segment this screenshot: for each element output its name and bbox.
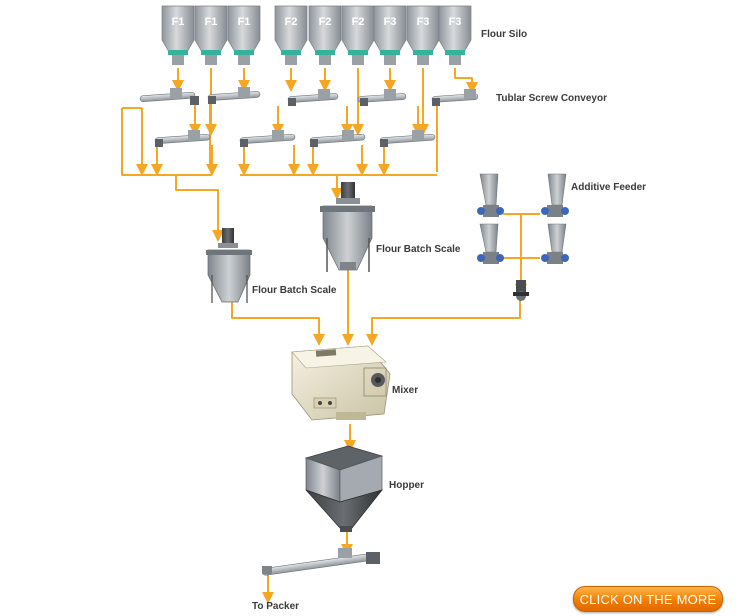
screw-conveyor (309, 130, 366, 147)
flour-silo: F2 (308, 5, 342, 65)
flour-silo: F2 (341, 5, 375, 65)
flour-silo: F3 (373, 5, 407, 65)
silo-label: F2 (285, 16, 298, 28)
flow-line (175, 175, 224, 242)
label-to-packer: To Packer (252, 601, 299, 612)
label-additive-feeder: Additive Feeder (571, 182, 646, 193)
feeder-unit (541, 223, 569, 264)
flow-line (366, 300, 521, 346)
flour-silo: F3 (406, 5, 440, 65)
screw-conveyor (139, 88, 199, 105)
feeder-unit (477, 173, 504, 217)
label-screw-conveyor: Tublar Screw Conveyor (496, 93, 607, 104)
label-flour-silo: Flour Silo (481, 29, 527, 40)
screw-conveyor (207, 87, 261, 104)
screw-conveyor (287, 89, 339, 106)
screw-conveyors (139, 87, 479, 147)
label-flour-batch-scale-center: Flour Batch Scale (376, 244, 461, 255)
flour-batch-scale-center (320, 182, 375, 272)
label-flour-batch-scale-left: Flour Batch Scale (252, 285, 337, 296)
screw-conveyor (239, 130, 296, 147)
click-on-the-more-button[interactable]: CLICK ON THE MORE (573, 586, 723, 612)
screw-conveyor (357, 89, 407, 106)
flour-silo: F1 (161, 5, 195, 65)
additive-valve (513, 280, 529, 301)
screw-conveyor (431, 89, 479, 106)
flow-line (231, 300, 325, 346)
additive-feeder (477, 173, 569, 301)
label-hopper: Hopper (389, 480, 424, 491)
feeder-unit (477, 223, 504, 264)
silo-label: F3 (384, 16, 397, 28)
flour-silo: F1 (227, 5, 261, 65)
flour-silo: F1 (194, 5, 228, 65)
hopper (304, 445, 384, 532)
flour-silo: F2 (274, 5, 308, 65)
flour-batch-scale-left (206, 228, 252, 303)
packer-screw-conveyor (262, 548, 380, 576)
silo-label: F1 (205, 16, 218, 28)
silo-label: F2 (352, 16, 365, 28)
flow-line (454, 68, 478, 94)
flour-silo: F3 (438, 5, 472, 65)
silo-label: F3 (417, 16, 430, 28)
flour-silo-group: F1 F1 F1 F2 F2 F2 F3 F3 F3 (161, 5, 472, 65)
screw-conveyor (154, 130, 211, 147)
labels: Flour Silo Tublar Screw Conveyor Additiv… (252, 29, 646, 612)
mixer (291, 345, 391, 421)
silo-label: F1 (238, 16, 251, 28)
label-mixer: Mixer (392, 385, 418, 396)
feeder-unit (541, 173, 569, 217)
silo-label: F1 (172, 16, 185, 28)
silo-label: F3 (449, 16, 462, 28)
flow-lines (121, 68, 540, 604)
screw-conveyor (379, 130, 436, 147)
flow-line (121, 107, 212, 176)
silo-label: F2 (319, 16, 332, 28)
